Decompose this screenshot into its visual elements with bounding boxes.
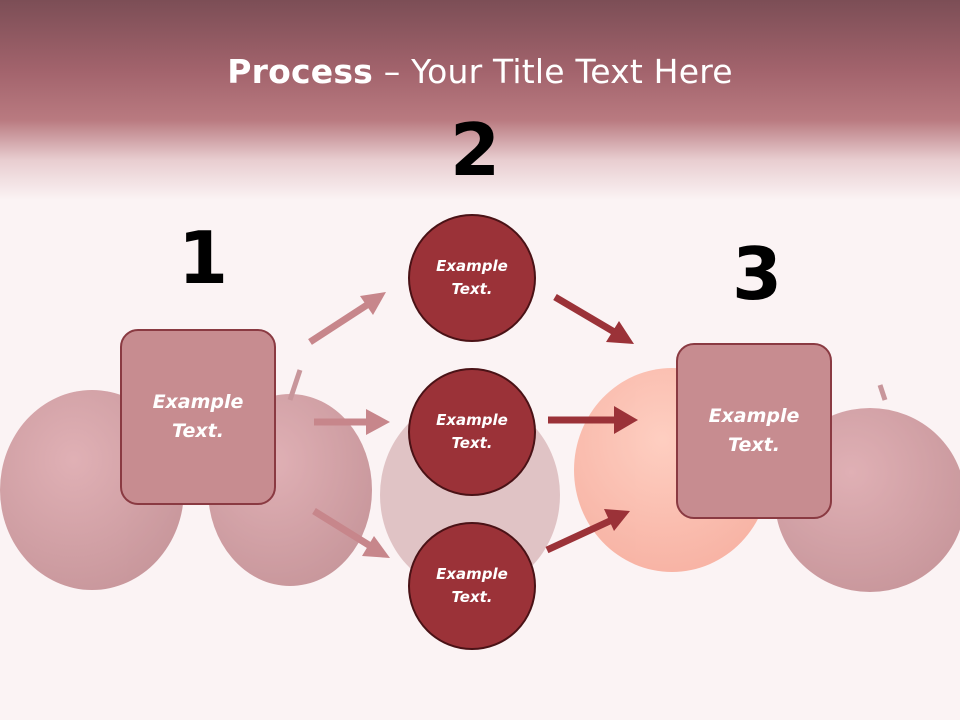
circle-bottom-text: Example Text.: [436, 565, 508, 606]
step-1-box: Example Text.: [120, 329, 276, 505]
title-rest: – Your Title Text Here: [373, 52, 733, 91]
step-2-circle-top: Example Text.: [408, 214, 536, 342]
step-number-3: 3: [732, 232, 783, 316]
circle-middle-text: Example Text.: [436, 411, 508, 452]
arrow-left-to-bottom: [312, 508, 390, 558]
step-1-box-text: Example Text.: [152, 391, 244, 442]
step-3-box: Example Text.: [676, 343, 832, 519]
title-bar: [0, 0, 960, 200]
arrow-top-to-right: [553, 293, 634, 344]
step-3-box-text: Example Text.: [708, 405, 800, 456]
step-2-circle-middle: Example Text.: [408, 368, 536, 496]
arrow-left-to-middle: [314, 409, 390, 435]
title-bold: Process: [227, 52, 374, 91]
arrow-middle-to-right: [548, 406, 638, 434]
slide-title: Process – Your Title Text Here: [0, 52, 960, 91]
step-number-2: 2: [450, 108, 501, 192]
step-number-1: 1: [178, 216, 229, 300]
arrow-left-to-top: [308, 292, 386, 345]
arrow-bottom-to-right: [545, 509, 630, 554]
step-2-circle-bottom: Example Text.: [408, 522, 536, 650]
circle-top-text: Example Text.: [436, 257, 508, 298]
